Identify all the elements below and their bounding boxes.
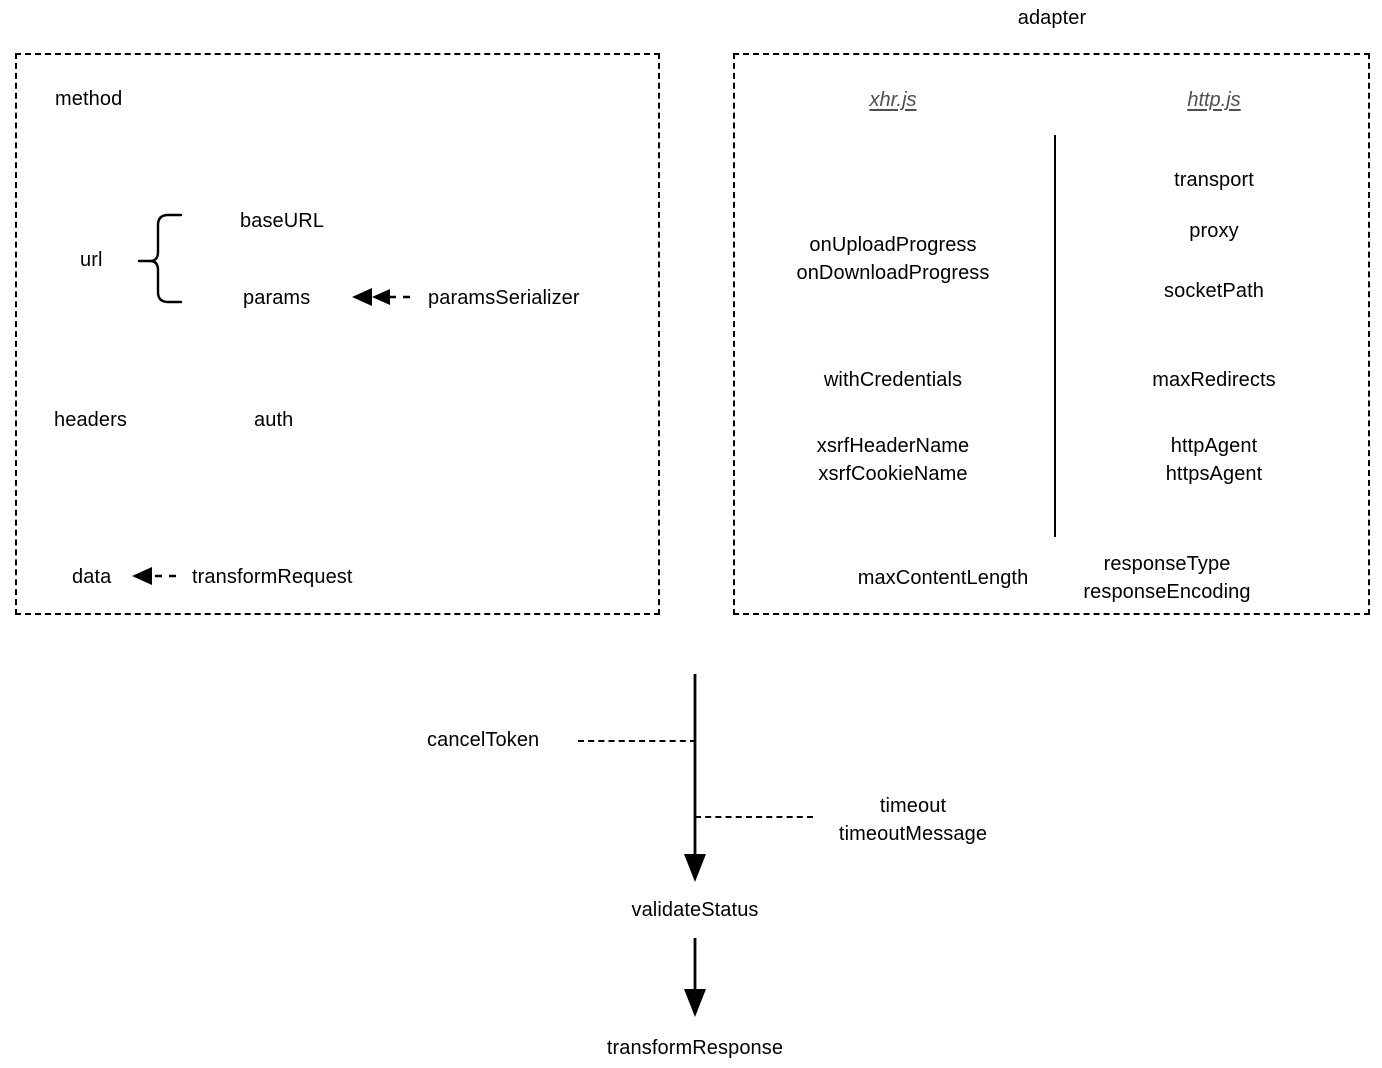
node-cancel-token: cancelToken — [427, 729, 540, 751]
node-http-agent: httpAgent — [1170, 435, 1258, 457]
node-data: data — [72, 566, 112, 588]
node-on-upload-progress: onUploadProgress — [809, 234, 977, 256]
node-transform-request: transformRequest — [192, 566, 353, 588]
file-label-xhr-js: xhr.js — [869, 89, 917, 111]
node-transform-response: transformResponse — [606, 1037, 784, 1059]
node-xsrf-cookie-name: xsrfCookieName — [818, 463, 968, 485]
node-url: url — [80, 249, 103, 271]
node-response-type: responseType — [1103, 553, 1231, 575]
adapter-column-divider — [1054, 135, 1056, 537]
flow-arrow-to-transform-response — [684, 938, 706, 1017]
flow-arrow-to-validate-status — [684, 674, 706, 882]
node-timeout: timeout — [879, 795, 947, 817]
adapter-box — [733, 53, 1370, 615]
node-proxy: proxy — [1189, 220, 1239, 242]
node-socket-path: socketPath — [1164, 280, 1264, 302]
node-method: method — [55, 88, 123, 110]
node-params-serializer: paramsSerializer — [428, 287, 580, 309]
node-https-agent: httpsAgent — [1165, 463, 1263, 485]
node-on-download-progress: onDownloadProgress — [796, 262, 990, 284]
node-auth: auth — [254, 409, 294, 431]
node-params: params — [243, 287, 311, 309]
node-timeout-message: timeoutMessage — [838, 823, 988, 845]
node-response-encoding: responseEncoding — [1083, 581, 1251, 603]
node-transport: transport — [1174, 169, 1254, 191]
node-xsrf-header-name: xsrfHeaderName — [816, 435, 970, 457]
adapter-title: adapter — [1017, 7, 1087, 29]
node-with-credentials: withCredentials — [823, 369, 963, 391]
node-baseurl: baseURL — [240, 210, 325, 232]
node-max-content-length: maxContentLength — [857, 567, 1029, 589]
timeout-connector — [695, 816, 813, 818]
node-validate-status: validateStatus — [631, 899, 759, 921]
node-headers: headers — [54, 409, 127, 431]
cancel-token-connector — [578, 740, 696, 742]
request-config-box — [15, 53, 660, 615]
file-label-http-js: http.js — [1187, 89, 1241, 111]
node-max-redirects: maxRedirects — [1152, 369, 1276, 391]
